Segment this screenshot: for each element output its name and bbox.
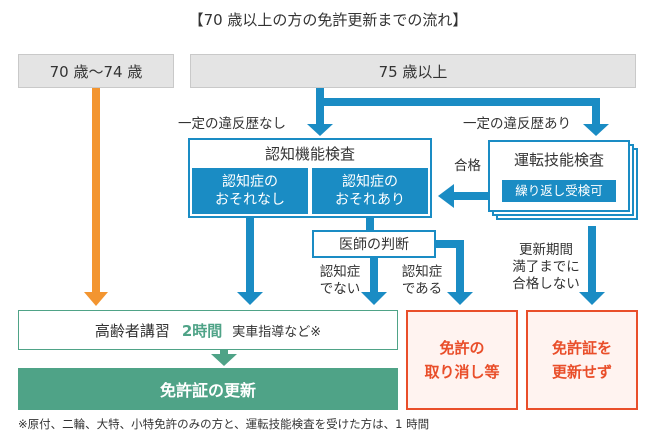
arrow-left-head [307, 124, 333, 136]
arrow-pass-head [438, 184, 454, 208]
no-dementia-risk-box: 認知症の おそれなし [192, 168, 308, 214]
arrow-not-dementia [370, 256, 378, 294]
repeatable-badge: 繰り返し受検可 [502, 180, 616, 202]
arrow-norisk [246, 216, 254, 294]
arrow-dementia-h [436, 240, 464, 248]
lecture-label: 高齢者講習 [94, 321, 170, 340]
license-revoked-box: 免許の 取り消し等 [406, 310, 518, 410]
arrow-not-dementia-head [361, 292, 387, 305]
violation-label: 一定の違反歴あり [463, 116, 571, 132]
no-violation-label: 一定の違反歴なし [178, 116, 286, 132]
arrow-orange-head [84, 292, 108, 306]
arrow-dementia-v [456, 240, 464, 294]
page-title: 【70 歳以上の方の免許更新までの流れ】 [188, 10, 468, 29]
dementia-risk-box: 認知症の おそれあり [312, 168, 428, 214]
arrow-dementia-head [447, 292, 473, 305]
license-not-renewed-box: 免許証を 更新せず [526, 310, 638, 410]
age-75-plus-box: 75 歳以上 [190, 54, 636, 88]
arrow-renew [220, 350, 228, 356]
pass-label: 合格 [454, 158, 481, 174]
arrow-split-stem [316, 88, 324, 102]
dementia-label: 認知症 である [401, 264, 443, 297]
arrow-fail-head [579, 292, 605, 305]
footnote: ※原付、二輪、大特、小特免許のみの方と、運転技能検査を受けた方は、1 時間 [18, 417, 430, 431]
arrow-renew-head [211, 354, 237, 366]
arrow-risk-doctor [366, 216, 374, 230]
arrow-left-down [316, 98, 324, 126]
cognitive-test-box: 認知機能検査 認知症の おそれなし 認知症の おそれあり [188, 138, 432, 218]
arrow-fail [588, 226, 596, 294]
not-dementia-label: 認知症 でない [319, 264, 361, 297]
arrow-orange [92, 88, 100, 293]
driving-test-box: 運転技能検査 繰り返し受検可 [488, 140, 630, 212]
driving-test-title: 運転技能検査 [513, 150, 604, 169]
arrow-right-head [583, 124, 609, 136]
arrow-split-bar [316, 98, 596, 106]
senior-lecture-box: 高齢者講習 2時間 実車指導など※ [18, 310, 398, 350]
arrow-pass-shaft [452, 192, 488, 200]
age-70-74-box: 70 歳〜74 歳 [18, 54, 174, 88]
license-renewal-box: 免許証の更新 [18, 368, 398, 410]
arrow-right-down [592, 98, 600, 126]
arrow-norisk-head [237, 292, 263, 305]
lecture-hours: 2時間 [181, 321, 223, 340]
doctor-judgment-box: 医師の判断 [312, 230, 436, 258]
cognitive-test-title: 認知機能検査 [264, 144, 355, 163]
lecture-detail: 実車指導など※ [232, 324, 322, 340]
fail-label: 更新期間 満了までに 合格しない [512, 242, 580, 292]
